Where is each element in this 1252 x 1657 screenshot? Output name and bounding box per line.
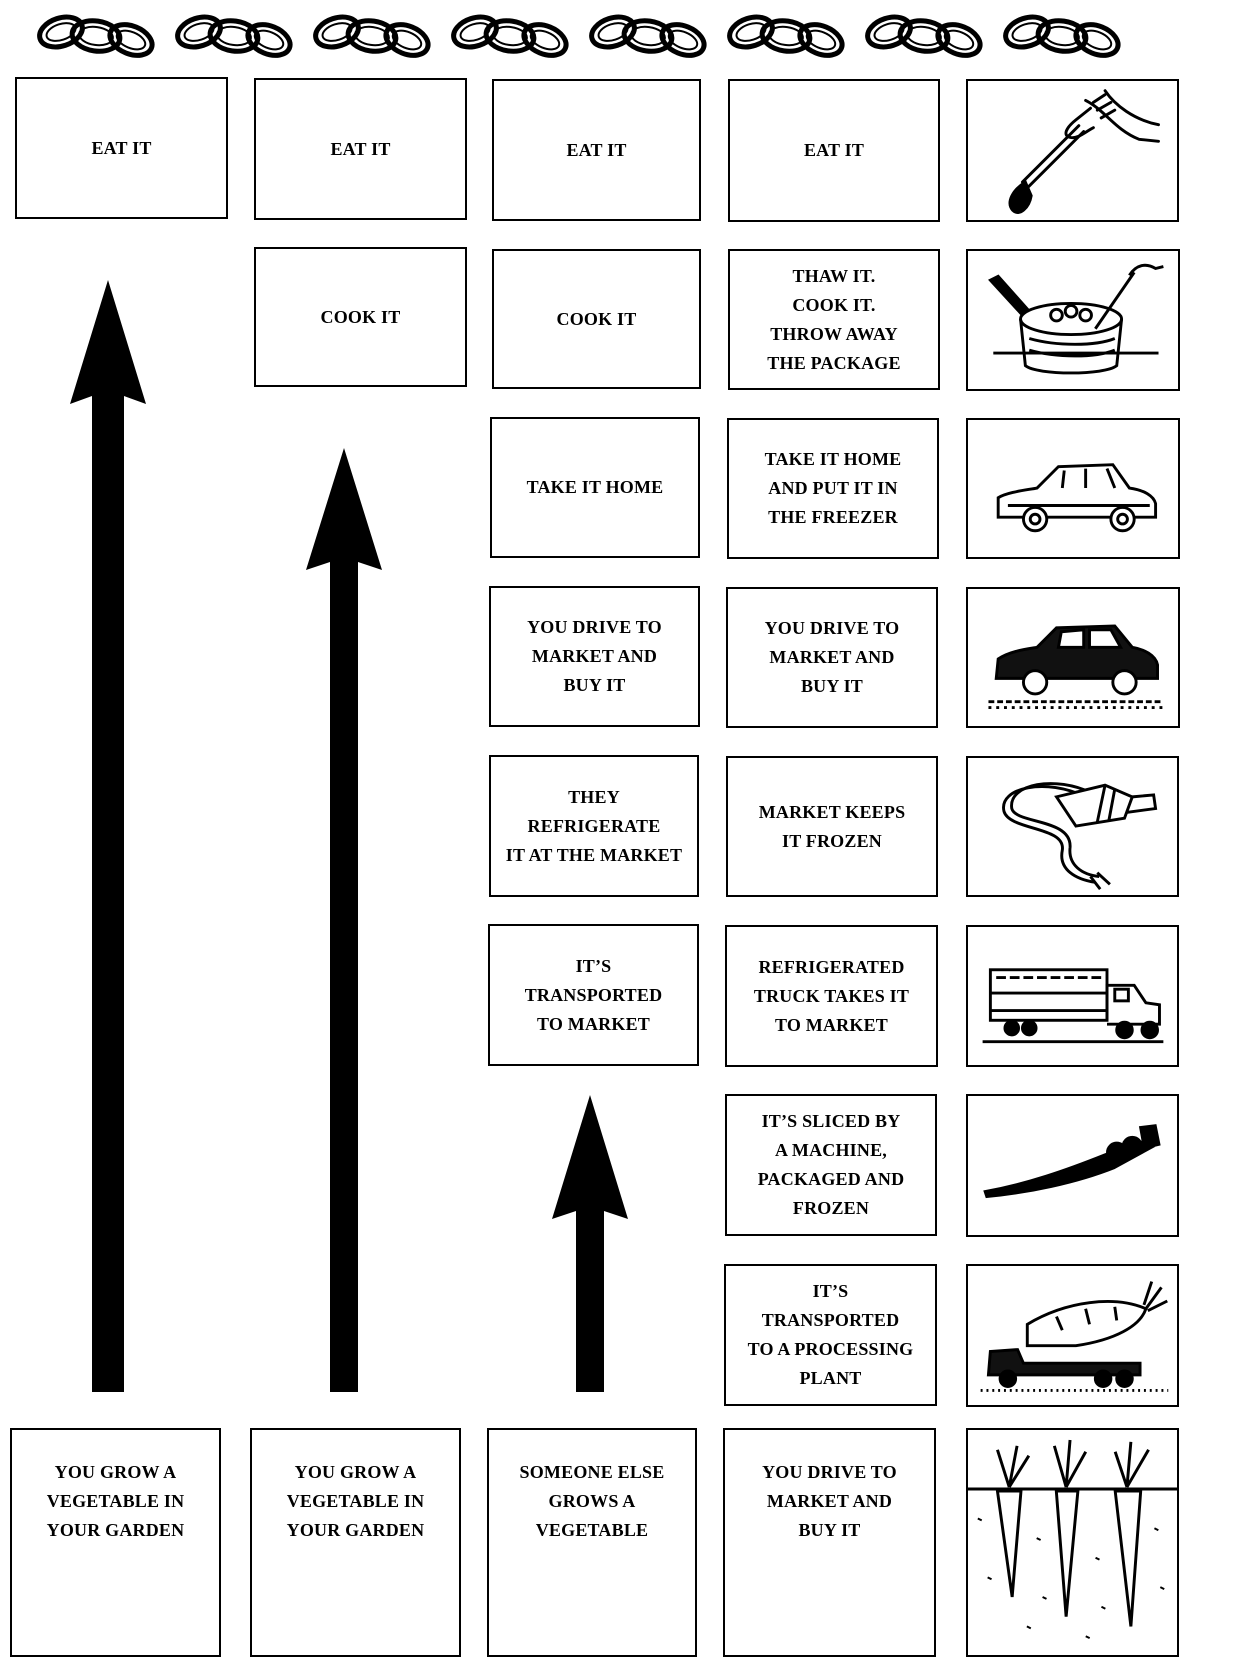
col3-step-drive-buy: YOU DRIVE TO MARKET AND BUY IT xyxy=(489,586,700,727)
truck-with-carrot-icon xyxy=(966,1264,1179,1407)
cooking-pot-icon xyxy=(966,249,1180,391)
car-icon xyxy=(966,418,1180,559)
col3-step-take-home: TAKE IT HOME xyxy=(490,417,700,558)
col4-step-refrigerated-truck: REFRIGERATED TRUCK TAKES IT TO MARKET xyxy=(725,925,938,1067)
col1-up-arrow xyxy=(70,280,146,1392)
chain-link-icon xyxy=(589,14,707,58)
col4-step-freezer: TAKE IT HOME AND PUT IT IN THE FREEZER xyxy=(727,418,939,559)
chain-link-icon xyxy=(727,14,845,58)
col4-step-drive-buy-bottom: YOU DRIVE TO MARKET AND BUY IT xyxy=(723,1428,936,1657)
chain-link-icon xyxy=(37,14,155,58)
col3-step-refrigerate: THEY REFRIGERATE IT AT THE MARKET xyxy=(489,755,699,897)
hand-fork-icon xyxy=(966,79,1179,222)
col3-step-someone-grows: SOMEONE ELSE GROWS A VEGETABLE xyxy=(487,1428,697,1657)
col2-step-grow: YOU GROW A VEGETABLE IN YOUR GARDEN xyxy=(250,1428,461,1657)
col3-step-transported: IT’S TRANSPORTED TO MARKET xyxy=(488,924,699,1066)
col2-step-cook: COOK IT xyxy=(254,247,467,387)
carrots-in-ground-icon xyxy=(966,1428,1179,1657)
chain-link-icon xyxy=(313,14,431,58)
col4-step-sliced-packaged: IT’S SLICED BY A MACHINE, PACKAGED AND F… xyxy=(725,1094,937,1236)
col4-step-drive-buy: YOU DRIVE TO MARKET AND BUY IT xyxy=(726,587,938,728)
chain-link-icon xyxy=(175,14,293,58)
car-on-road-icon xyxy=(966,587,1180,728)
chain-link-icon xyxy=(451,14,569,58)
col3-up-arrow xyxy=(552,1095,628,1392)
col4-step-market-frozen: MARKET KEEPS IT FROZEN xyxy=(726,756,938,897)
chain-link-icon xyxy=(1003,14,1121,58)
col1-step-eat: EAT IT xyxy=(15,77,228,219)
col3-step-cook: COOK IT xyxy=(492,249,701,389)
sliced-vegetable-icon xyxy=(966,1094,1179,1237)
col4-step-eat: EAT IT xyxy=(728,79,940,222)
col1-step-grow: YOU GROW A VEGETABLE IN YOUR GARDEN xyxy=(10,1428,221,1657)
chain-link-icon xyxy=(865,14,983,58)
col4-step-processing-plant: IT’S TRANSPORTED TO A PROCESSING PLANT xyxy=(724,1264,937,1406)
col2-step-eat: EAT IT xyxy=(254,78,467,220)
refrigerated-truck-icon xyxy=(966,925,1179,1067)
col3-step-eat: EAT IT xyxy=(492,79,701,221)
frozen-package-icon xyxy=(966,756,1179,897)
col2-up-arrow xyxy=(306,448,382,1392)
col4-step-thaw-cook: THAW IT. COOK IT. THROW AWAY THE PACKAGE xyxy=(728,249,940,390)
